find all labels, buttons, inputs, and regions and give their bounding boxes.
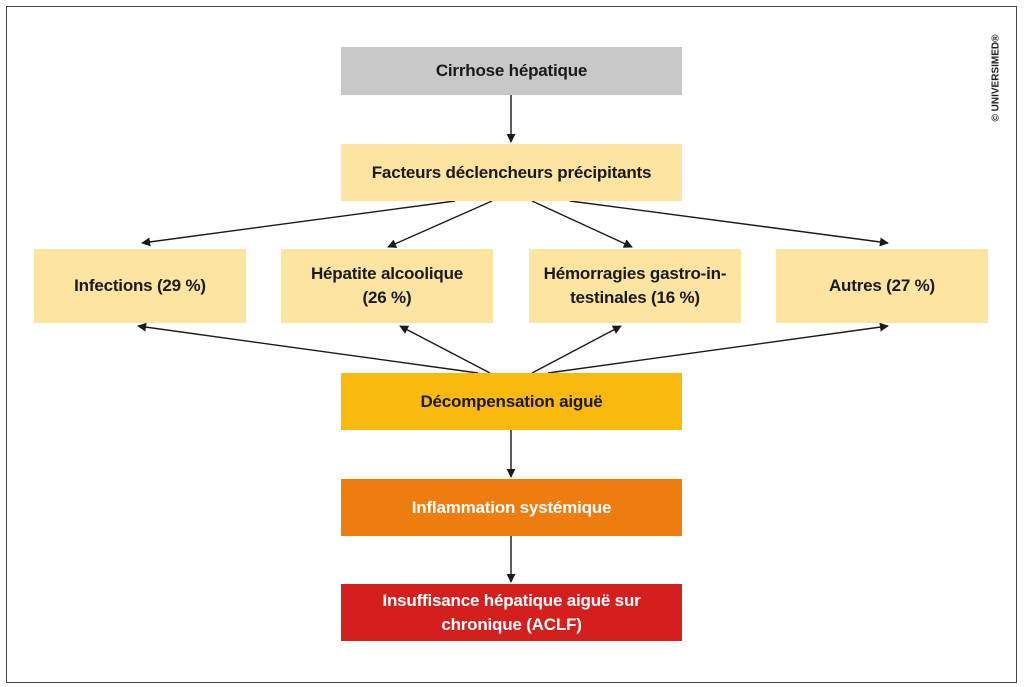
node-aclf: Insuffisance hépatique aiguë sur chroniq… <box>341 584 682 641</box>
copyright-notice: © UNIVERSIMED® <box>990 34 1002 122</box>
node-autres: Autres (27 %) <box>776 249 988 323</box>
node-label-line: Facteurs déclencheurs précipitants <box>371 162 652 182</box>
arrow-decomp-to-hemorragies <box>531 325 622 374</box>
arrow-facteurs-to-hemorragies <box>531 200 633 248</box>
arrow-facteurs-to-autres <box>569 200 889 247</box>
node-label-line: testinales (16 %) <box>570 288 700 307</box>
node-label-line: Inflammation systémique <box>411 497 612 517</box>
arrow-decomp-to-hepatite <box>399 325 491 374</box>
node-label-line: Cirrhose hépatique <box>435 61 588 80</box>
node-infections: Infections (29 %) <box>34 249 246 323</box>
node-facteurs-declencheurs: Facteurs déclencheurs précipitants <box>341 144 682 201</box>
node-decompensation-aigue: Décompensation aiguë <box>341 373 682 430</box>
diagram-frame <box>6 6 1017 683</box>
node-hemorragies-gastro-intestinales: Hémorragies gastro-in- testinales (16 %) <box>529 249 741 323</box>
node-hepatite-alcoolique: Hépatite alcoolique (26 %) <box>281 249 493 323</box>
node-label-line: Hépatite alcoolique <box>310 264 464 283</box>
node-label-line: Décompensation aiguë <box>420 391 603 411</box>
node-label-line: Infections (29 %) <box>74 276 206 295</box>
arrow-facteurs-to-infections <box>141 200 456 247</box>
node-label-line: Hémorragies gastro-in- <box>543 264 727 283</box>
node-cirrhose-hepatique: Cirrhose hépatique <box>341 47 682 95</box>
arrow-decomp-to-infections <box>137 322 479 374</box>
node-label-line: Autres (27 %) <box>828 276 936 295</box>
node-label-line: (26 %) <box>362 288 412 307</box>
arrow-facteurs-to-hepatite <box>387 200 493 248</box>
arrow-decomp-to-autres <box>547 322 889 374</box>
node-label-line: Insuffisance hépatique aiguë sur <box>382 590 641 610</box>
node-inflammation-systemique: Inflammation systémique <box>341 479 682 536</box>
node-label-line: chronique (ACLF) <box>441 614 582 634</box>
